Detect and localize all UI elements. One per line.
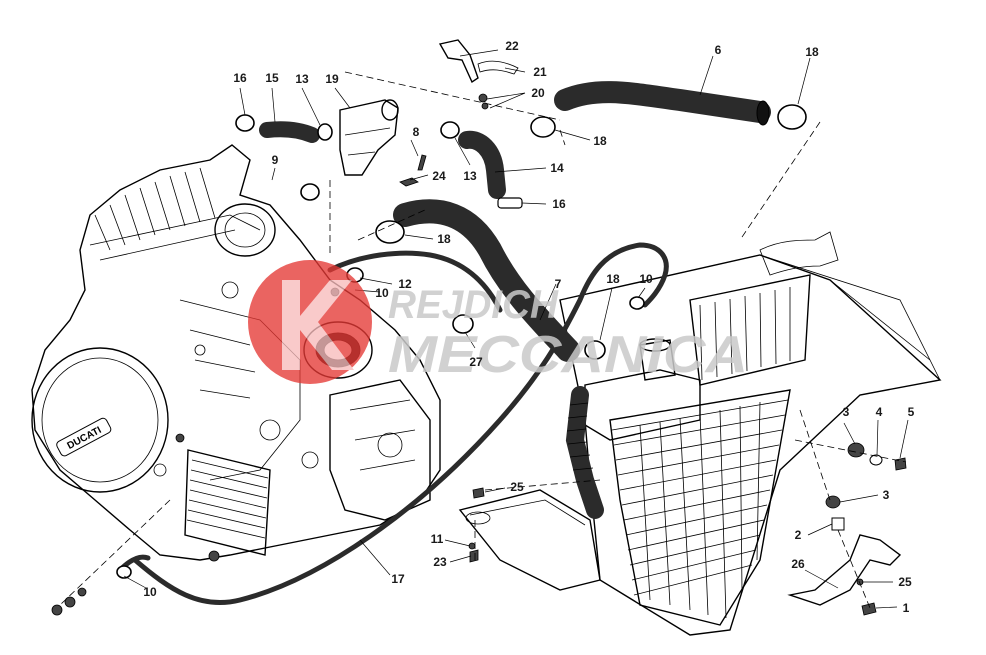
clamp-13-a (317, 123, 333, 141)
callout-18-mid: 18 (593, 134, 607, 148)
callout-5: 5 (908, 405, 915, 419)
radiator-core (609, 389, 791, 626)
callout-26: 26 (791, 557, 805, 571)
assembly-lines (59, 71, 907, 609)
red-circle-k-logo (248, 260, 372, 384)
clamp-18-c (375, 220, 405, 244)
callout-labels: 22 21 20 6 18 18 14 16 18 16 15 13 19 9 … (143, 39, 914, 615)
leader-lines (123, 49, 909, 609)
ducati-logo: DUCATI (56, 417, 112, 457)
callout-10-engine: 10 (375, 286, 389, 300)
throttle-opening-rear (214, 203, 276, 257)
callout-7: 7 (555, 277, 562, 291)
callout-3-top: 3 (843, 405, 850, 419)
callout-1: 1 (903, 601, 910, 615)
washer-4 (869, 454, 883, 466)
callout-10-bottom-left: 10 (143, 585, 157, 599)
hose-14 (458, 130, 506, 199)
bolt-24 (399, 177, 419, 187)
callout-10-radiator: 10 (639, 272, 653, 286)
temp-sensor-22 (438, 39, 479, 84)
clamp-18-d (584, 340, 606, 360)
callout-24: 24 (432, 169, 446, 183)
callout-2: 2 (795, 528, 802, 542)
bolt-8 (417, 154, 427, 171)
bolt-1 (861, 602, 877, 616)
washer-20-a (478, 93, 488, 103)
callout-12: 12 (398, 277, 412, 291)
callout-13-left: 13 (295, 72, 309, 86)
callout-4: 4 (876, 405, 883, 419)
callout-21: 21 (533, 65, 547, 79)
thermostat-housing-19 (339, 99, 399, 176)
hardware (51, 93, 907, 616)
radiator-assembly (458, 231, 942, 636)
callout-17: 17 (391, 572, 405, 586)
callout-23: 23 (433, 555, 447, 569)
spacer-16 (497, 197, 523, 209)
hose-17 (132, 242, 669, 606)
clamp-13-b (440, 121, 460, 139)
clamp-27 (452, 314, 474, 334)
engine-assembly: DUCATI (31, 144, 441, 562)
callout-16-left: 16 (233, 71, 247, 85)
callout-16-right: 16 (552, 197, 566, 211)
callout-15: 15 (265, 71, 279, 85)
callout-20: 20 (531, 86, 545, 100)
callout-25-right: 25 (898, 575, 912, 589)
bolt-23 (469, 549, 479, 563)
hose-12 (327, 250, 503, 313)
hoses (117, 39, 771, 606)
callout-6: 6 (715, 43, 722, 57)
callout-22: 22 (505, 39, 519, 53)
callout-25-bottom: 25 (510, 480, 524, 494)
callout-18-left: 18 (437, 232, 451, 246)
callout-13-right: 13 (463, 169, 477, 183)
watermark-line1: REJDICH (388, 283, 559, 327)
clamp-9 (300, 183, 320, 201)
spacer-2 (831, 517, 845, 531)
oil-cooler (184, 449, 271, 556)
callout-19: 19 (325, 72, 339, 86)
callout-3-bottom: 3 (883, 488, 890, 502)
hose-6 (554, 81, 771, 123)
spring-clip-21 (477, 60, 519, 75)
callout-18-top-right: 18 (805, 45, 819, 59)
callout-9: 9 (272, 153, 279, 167)
clamp-18-a (530, 116, 556, 138)
callout-11: 11 (431, 532, 444, 546)
grommet-3-b (825, 495, 841, 509)
watermark: REJDICH MECCANICA (248, 260, 748, 384)
hose-15 (259, 121, 320, 143)
callout-8: 8 (413, 125, 420, 139)
callout-27: 27 (469, 355, 483, 369)
hose-7 (393, 199, 580, 362)
watermark-line2: MECCANICA (388, 326, 748, 384)
screw-25-a (472, 487, 485, 499)
grommet-3-a (847, 442, 865, 458)
clamp-10-c (116, 565, 132, 579)
callout-14: 14 (550, 161, 564, 175)
clamp-16-a (235, 114, 255, 132)
callout-18-radiator: 18 (606, 272, 620, 286)
clutch-cover (31, 347, 169, 493)
clamps (116, 60, 807, 579)
nut-5 (894, 457, 907, 471)
bracket-26 (787, 534, 902, 606)
clamp-18-b (777, 104, 807, 130)
clamp-10-b (629, 296, 645, 310)
